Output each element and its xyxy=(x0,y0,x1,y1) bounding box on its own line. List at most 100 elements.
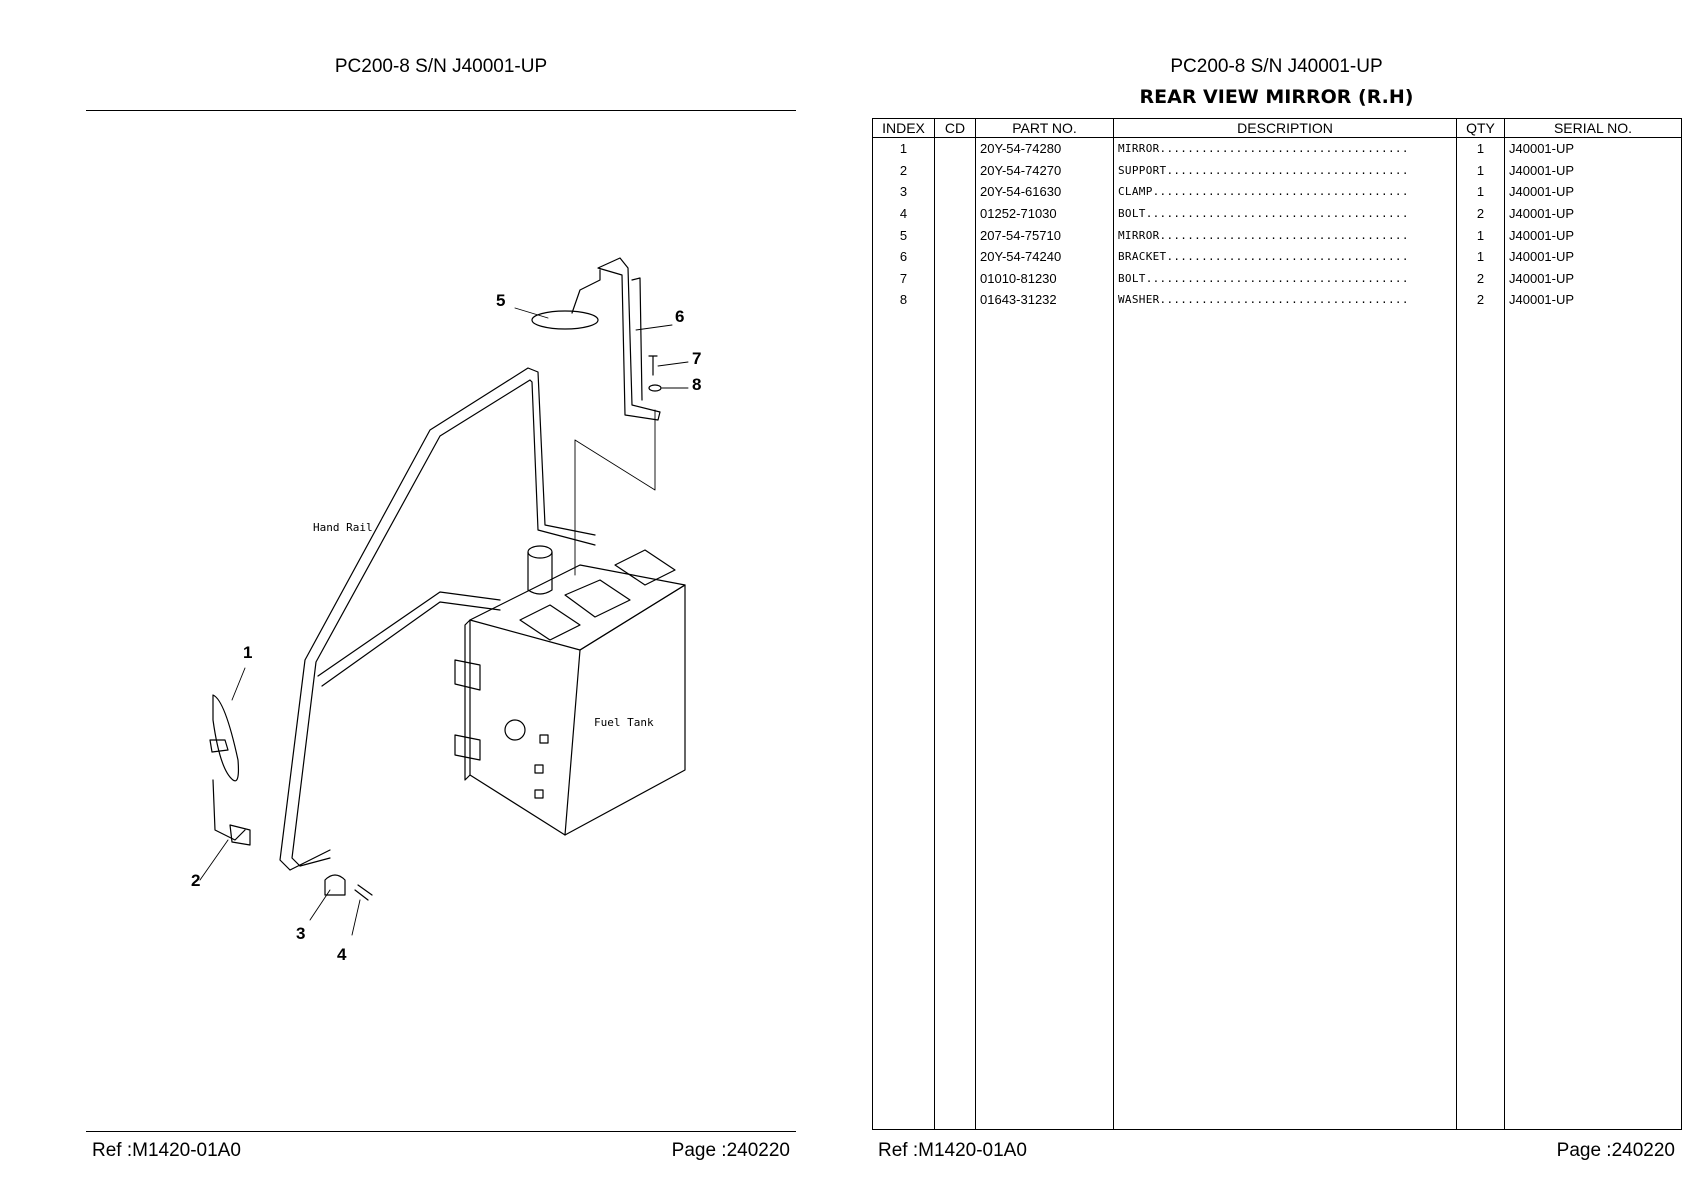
header-qty: QTY xyxy=(1456,118,1505,138)
left-footer-divider xyxy=(86,1131,796,1132)
left-footer-page: Page :240220 xyxy=(671,1140,790,1161)
cell-part-no: 20Y-54-74270 xyxy=(975,159,1114,182)
tank-plate-c xyxy=(614,549,676,586)
mirror-top xyxy=(531,310,599,330)
cell-qty: 1 xyxy=(1456,137,1505,160)
hand-rail-label: Hand Rail xyxy=(313,521,373,534)
cell-index: 3 xyxy=(872,181,935,203)
hand-rail-branch xyxy=(317,591,501,687)
cell-serial: J40001-UP xyxy=(1504,181,1682,203)
tank-plate-a xyxy=(519,604,581,641)
leader-6 xyxy=(635,324,673,331)
tank-sensor-c xyxy=(534,789,544,799)
table-row: 4 01252-71030 BOLT......................… xyxy=(872,202,1682,225)
cell-description: SUPPORT.................................… xyxy=(1113,159,1457,182)
cell-serial: J40001-UP xyxy=(1504,289,1682,311)
tank-plate-b xyxy=(564,579,631,618)
cell-description: BRACKET.................................… xyxy=(1113,245,1457,268)
tank-sensor-a xyxy=(539,734,549,744)
leader-5 xyxy=(514,307,549,319)
cell-part-no: 01643-31232 xyxy=(975,289,1114,311)
cell-serial: J40001-UP xyxy=(1504,224,1682,246)
right-footer-ref: Ref :M1420-01A0 xyxy=(878,1140,1027,1161)
section-subtitle: REAR VIEW MIRROR (R.H) xyxy=(1139,86,1414,108)
guide-lines xyxy=(574,409,656,576)
hand-rail-bottom xyxy=(289,849,331,871)
fuel-tank-front xyxy=(469,619,581,836)
parts-table: INDEX CD PART NO. DESCRIPTION QTY SERIAL… xyxy=(872,118,1682,1130)
callout-1: 1 xyxy=(243,643,253,662)
header-serial-no: SERIAL NO. xyxy=(1504,118,1682,138)
table-row: 3 20Y-54-61630 CLAMP....................… xyxy=(872,181,1682,203)
cell-qty: 1 xyxy=(1456,224,1505,246)
cell-description: WASHER..................................… xyxy=(1113,289,1457,311)
bracket-6 xyxy=(597,257,661,421)
cell-serial: J40001-UP xyxy=(1504,137,1682,160)
tank-sensor-b xyxy=(534,764,544,774)
leader-2 xyxy=(199,839,229,881)
cell-index: 1 xyxy=(872,137,935,160)
right-footer-page: Page :240220 xyxy=(1556,1140,1675,1161)
cell-qty: 2 xyxy=(1456,267,1505,290)
cell-serial: J40001-UP xyxy=(1504,159,1682,182)
cell-cd xyxy=(934,181,976,203)
cell-cd xyxy=(934,267,976,290)
cell-serial: J40001-UP xyxy=(1504,202,1682,225)
table-row: 2 20Y-54-74270 SUPPORT..................… xyxy=(872,159,1682,182)
cell-index: 6 xyxy=(872,245,935,268)
header-index: INDEX xyxy=(872,118,935,138)
callout-6: 6 xyxy=(675,307,685,326)
cell-index: 4 xyxy=(872,202,935,225)
mirror-left-mount xyxy=(209,739,229,753)
filler-cap xyxy=(527,545,553,559)
filler-neck xyxy=(527,551,553,595)
cell-index: 5 xyxy=(872,224,935,246)
tank-gauge xyxy=(504,719,526,741)
cell-cd xyxy=(934,245,976,268)
cell-part-no: 20Y-54-61630 xyxy=(975,181,1114,203)
bolt-7 xyxy=(648,355,658,376)
cell-qty: 2 xyxy=(1456,202,1505,225)
tank-bracket-a xyxy=(454,659,481,691)
bolt-4 xyxy=(354,884,373,901)
table-row: 6 20Y-54-74240 BRACKET..................… xyxy=(872,245,1682,268)
cell-cd xyxy=(934,202,976,225)
callout-7: 7 xyxy=(692,349,702,368)
cell-cd xyxy=(934,137,976,160)
fuel-tank-top xyxy=(469,564,686,651)
tank-bracket-b xyxy=(454,734,481,761)
cell-qty: 2 xyxy=(1456,289,1505,311)
cell-part-no: 207-54-75710 xyxy=(975,224,1114,246)
mirror-left xyxy=(212,694,240,782)
leader-3 xyxy=(309,889,331,921)
callout-2: 2 xyxy=(191,871,201,890)
support-stay xyxy=(212,779,246,841)
fuel-tank-left-edge xyxy=(464,619,471,781)
table-row: 5 207-54-75710 MIRROR...................… xyxy=(872,224,1682,246)
cell-index: 2 xyxy=(872,159,935,182)
cell-cd xyxy=(934,159,976,182)
cell-serial: J40001-UP xyxy=(1504,267,1682,290)
hand-rail-inner xyxy=(291,379,596,867)
cell-index: 8 xyxy=(872,289,935,311)
cell-part-no: 01252-71030 xyxy=(975,202,1114,225)
fuel-tank-label: Fuel Tank xyxy=(594,716,654,729)
cell-qty: 1 xyxy=(1456,245,1505,268)
cell-part-no: 20Y-54-74280 xyxy=(975,137,1114,160)
cell-part-no: 01010-81230 xyxy=(975,267,1114,290)
cell-description: MIRROR..................................… xyxy=(1113,137,1457,160)
callout-4: 4 xyxy=(337,945,347,964)
table-row: 8 01643-31232 WASHER....................… xyxy=(872,289,1682,311)
callout-5: 5 xyxy=(496,291,506,310)
fuel-tank-right xyxy=(564,584,686,836)
clamp-part xyxy=(324,874,346,896)
cell-index: 7 xyxy=(872,267,935,290)
table-row: 1 20Y-54-74280 MIRROR...................… xyxy=(872,137,1682,160)
left-page-title: PC200-8 S/N J40001-UP xyxy=(334,56,548,77)
washer-8 xyxy=(648,384,662,392)
callout-3: 3 xyxy=(296,924,306,943)
right-page-title: PC200-8 S/N J40001-UP xyxy=(1170,56,1383,77)
mirror-top-stay xyxy=(571,269,601,314)
cell-description: MIRROR..................................… xyxy=(1113,224,1457,246)
table-row: 7 01010-81230 BOLT......................… xyxy=(872,267,1682,290)
